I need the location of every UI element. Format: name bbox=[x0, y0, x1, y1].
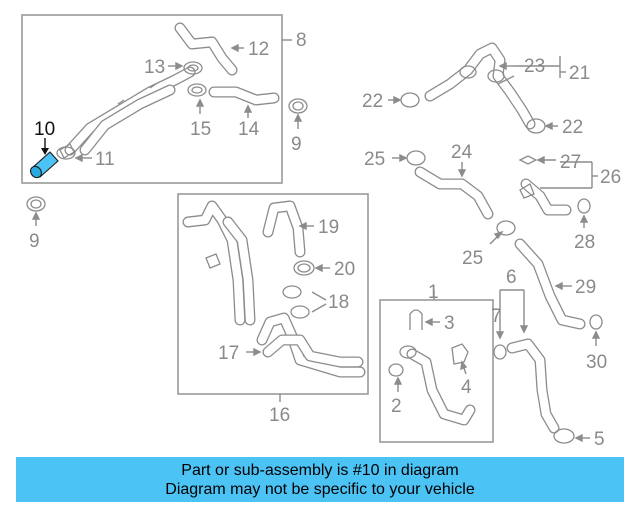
callout-21: 21 bbox=[569, 63, 590, 84]
callout-22-left: 22 bbox=[362, 91, 383, 112]
clamp-13 bbox=[183, 61, 203, 75]
callout-19: 19 bbox=[318, 217, 339, 238]
flange-pipe-1 bbox=[399, 345, 476, 426]
bracket-3 bbox=[409, 309, 423, 330]
callout-14: 14 bbox=[238, 119, 260, 140]
info-banner: Part or sub-assembly is #10 in diagram D… bbox=[16, 457, 624, 502]
callout-25-lower: 25 bbox=[462, 248, 483, 269]
clamp-25-lower bbox=[496, 220, 516, 236]
callout-5: 5 bbox=[594, 429, 605, 450]
clamp-5 bbox=[553, 428, 575, 444]
clamp-25-upper bbox=[406, 150, 426, 166]
callout-23: 23 bbox=[524, 56, 545, 77]
callout-30: 30 bbox=[586, 352, 607, 373]
pipe-bundle bbox=[182, 200, 256, 326]
oring-30 bbox=[589, 314, 603, 330]
callout-13: 13 bbox=[144, 57, 165, 78]
callout-24: 24 bbox=[451, 142, 473, 163]
clamp-9-lower bbox=[26, 196, 46, 212]
callout-25-upper: 25 bbox=[364, 149, 385, 170]
callout-22-right: 22 bbox=[562, 117, 583, 138]
callout-2: 2 bbox=[391, 396, 402, 417]
callout-17: 17 bbox=[218, 343, 239, 364]
hose-12 bbox=[174, 22, 238, 76]
callout-12: 12 bbox=[248, 39, 269, 60]
banner-line-1: Part or sub-assembly is #10 in diagram bbox=[181, 461, 459, 479]
callout-28: 28 bbox=[574, 232, 595, 253]
callout-16: 16 bbox=[269, 405, 290, 426]
callout-26: 26 bbox=[600, 167, 621, 188]
clamp-9-upper bbox=[288, 98, 308, 114]
banner-line-2: Diagram may not be specific to your vehi… bbox=[165, 480, 475, 498]
clamp-11 bbox=[56, 146, 76, 160]
cap-4 bbox=[451, 343, 469, 365]
pipe-26 bbox=[519, 178, 572, 216]
callout-7: 7 bbox=[491, 306, 502, 327]
group-box-1 bbox=[379, 299, 494, 443]
highlighted-part-10 bbox=[30, 151, 59, 179]
callout-11: 11 bbox=[95, 149, 115, 170]
oring-7 bbox=[493, 344, 507, 360]
callout-10: 10 bbox=[34, 119, 55, 140]
callout-6: 6 bbox=[506, 267, 517, 288]
hose-14 bbox=[208, 86, 280, 106]
callout-4: 4 bbox=[461, 377, 472, 398]
hose-assembly-17 bbox=[256, 312, 366, 378]
clamp-22-left bbox=[400, 92, 420, 108]
clamps-18 bbox=[282, 285, 310, 319]
oring-2 bbox=[388, 363, 404, 377]
group-box-16 bbox=[177, 193, 369, 395]
callout-9-lower: 9 bbox=[29, 231, 40, 252]
callout-15: 15 bbox=[190, 119, 211, 140]
callout-9-upper: 9 bbox=[291, 134, 302, 155]
hose-5-assembly bbox=[506, 338, 560, 434]
hose-29 bbox=[514, 238, 586, 330]
callout-3: 3 bbox=[444, 313, 455, 334]
oring-28 bbox=[577, 198, 591, 214]
hose-19 bbox=[262, 200, 306, 258]
callout-29: 29 bbox=[575, 277, 596, 298]
hose-assembly-23 bbox=[424, 42, 536, 130]
callout-18: 18 bbox=[328, 292, 349, 313]
sensor-27 bbox=[518, 155, 538, 165]
clamp-15 bbox=[187, 83, 207, 97]
callout-1: 1 bbox=[428, 282, 439, 303]
clamp-20 bbox=[293, 260, 315, 276]
hose-24 bbox=[414, 166, 494, 220]
callout-8: 8 bbox=[296, 30, 307, 51]
callout-20: 20 bbox=[334, 259, 355, 280]
coolant-pipe-assembly bbox=[59, 66, 196, 159]
group-box-8 bbox=[21, 14, 283, 184]
